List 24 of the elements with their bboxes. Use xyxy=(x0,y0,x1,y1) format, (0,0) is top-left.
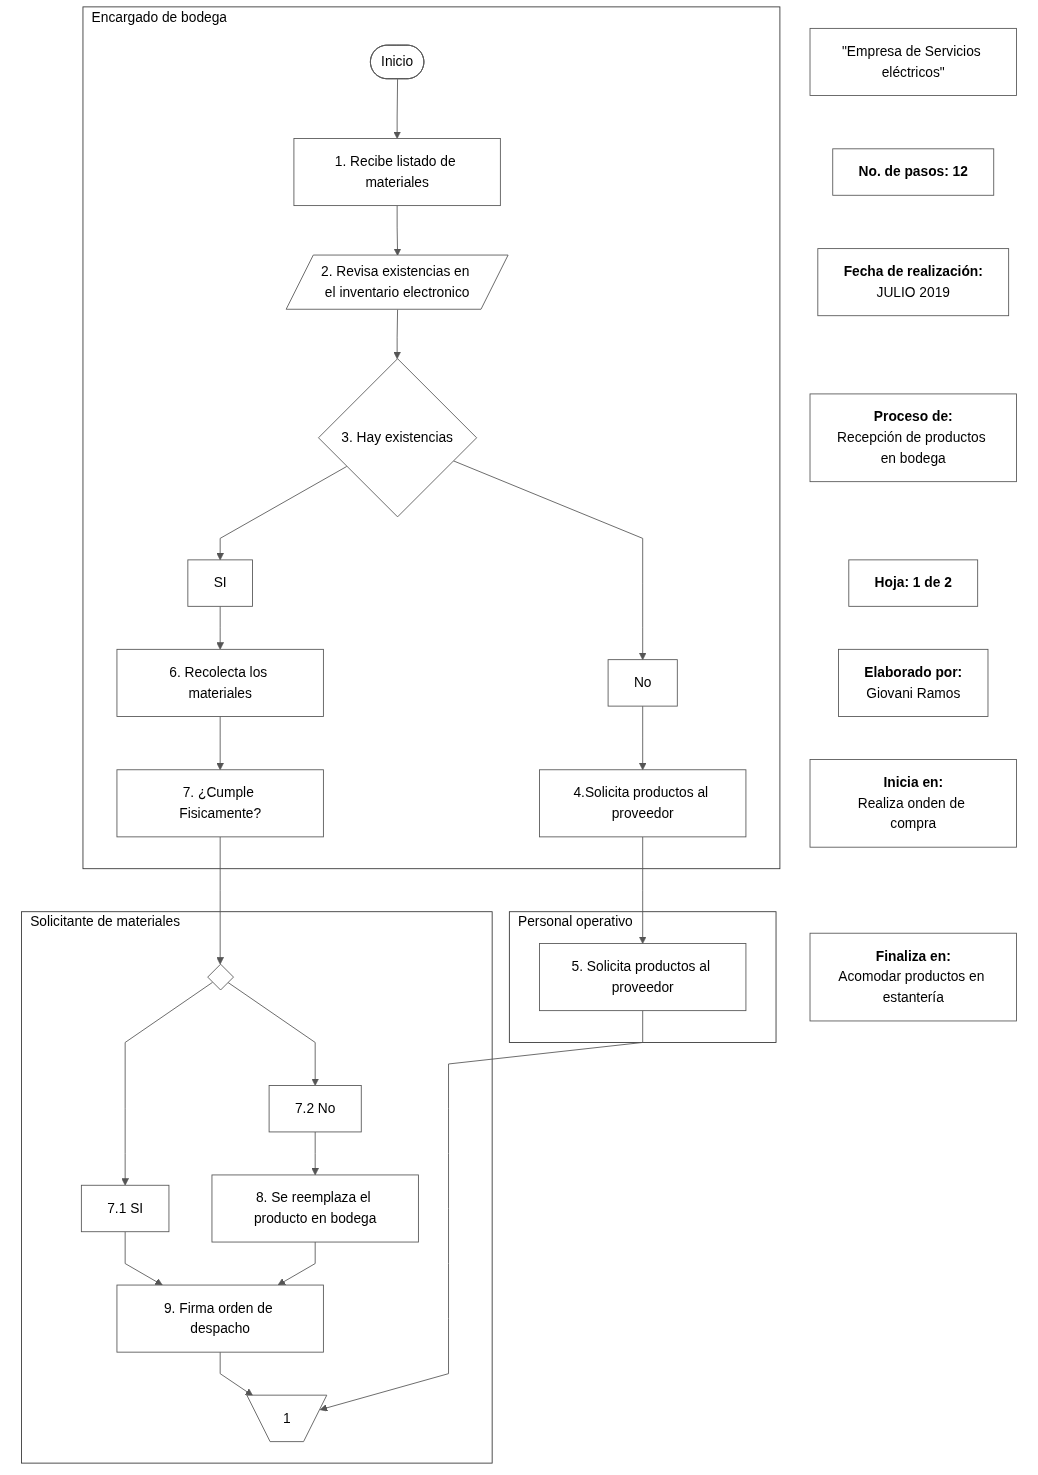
node-box xyxy=(211,1174,419,1243)
node-box xyxy=(539,943,747,1012)
node-box xyxy=(116,769,324,838)
cluster xyxy=(508,911,777,1043)
node-diamond xyxy=(318,358,478,518)
node-box xyxy=(80,1184,170,1233)
cluster xyxy=(21,911,493,1464)
node-box xyxy=(187,559,253,607)
node-box xyxy=(268,1085,362,1133)
node-box xyxy=(116,1284,324,1353)
node-box xyxy=(832,148,995,196)
node-box xyxy=(817,248,1010,317)
node-box xyxy=(607,659,678,707)
node-box xyxy=(848,559,979,607)
node-box xyxy=(838,648,989,717)
cluster xyxy=(82,6,781,870)
node-box xyxy=(809,759,1017,848)
node-box xyxy=(116,648,324,717)
node-box xyxy=(293,138,501,207)
node-box xyxy=(809,393,1017,483)
node-box xyxy=(809,932,1017,1022)
node-box xyxy=(809,27,1017,96)
node-diamond xyxy=(207,963,234,991)
node-box xyxy=(539,769,747,838)
